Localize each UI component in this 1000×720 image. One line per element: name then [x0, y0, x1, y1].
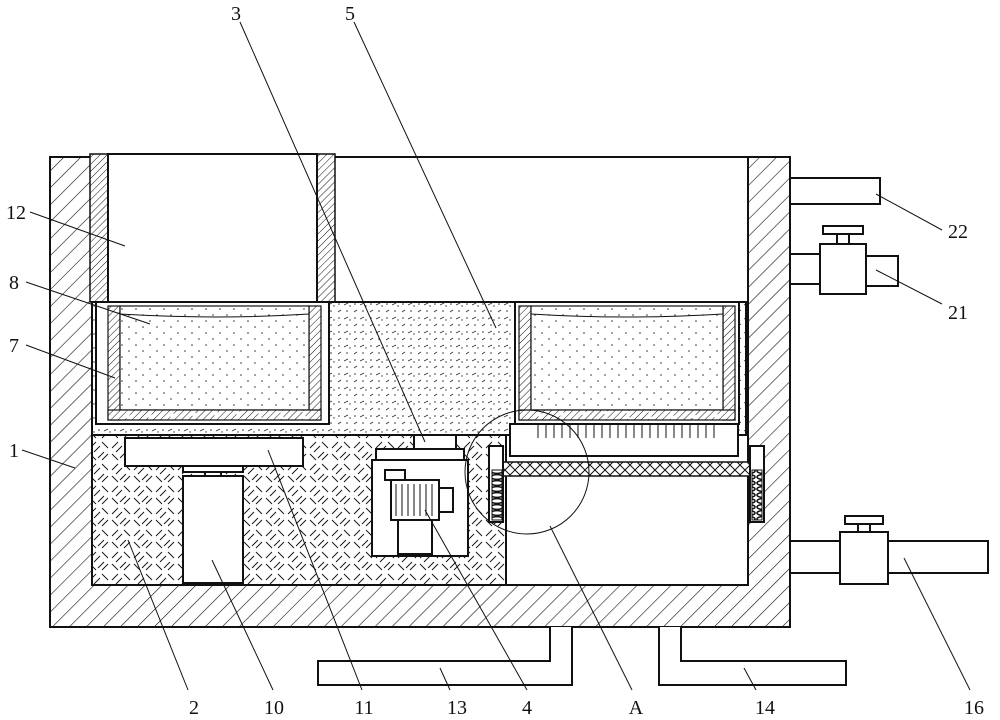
vibration-plate: [124, 437, 304, 584]
label-12: 12: [6, 202, 26, 224]
motor-assembly: [371, 434, 469, 557]
side-pipes: [789, 177, 989, 585]
label-5: 5: [345, 3, 355, 25]
leader-lines: [21, 21, 971, 691]
label-21: 21: [948, 302, 968, 324]
outlet-pipes: [317, 627, 847, 686]
left-basket: [95, 301, 330, 425]
label-16: 16: [964, 697, 984, 719]
label-1: 1: [9, 440, 19, 462]
feed-cylinder: [89, 153, 336, 303]
label-10: 10: [264, 697, 284, 719]
label-13: 13: [447, 697, 467, 719]
label-2: 2: [189, 697, 199, 719]
label-4: 4: [522, 697, 532, 719]
label-A: A: [629, 697, 644, 719]
label-11: 11: [354, 697, 373, 719]
reference-labels: 3 5 12 8 7 1 2 10 11 13 4 A 14 16 21 22: [6, 3, 984, 719]
label-7: 7: [9, 335, 19, 357]
label-22: 22: [948, 221, 968, 243]
right-basket: [514, 301, 740, 425]
label-8: 8: [9, 272, 19, 294]
label-14: 14: [755, 697, 775, 719]
filter-chamber: [464, 409, 765, 586]
label-3: 3: [231, 3, 241, 25]
